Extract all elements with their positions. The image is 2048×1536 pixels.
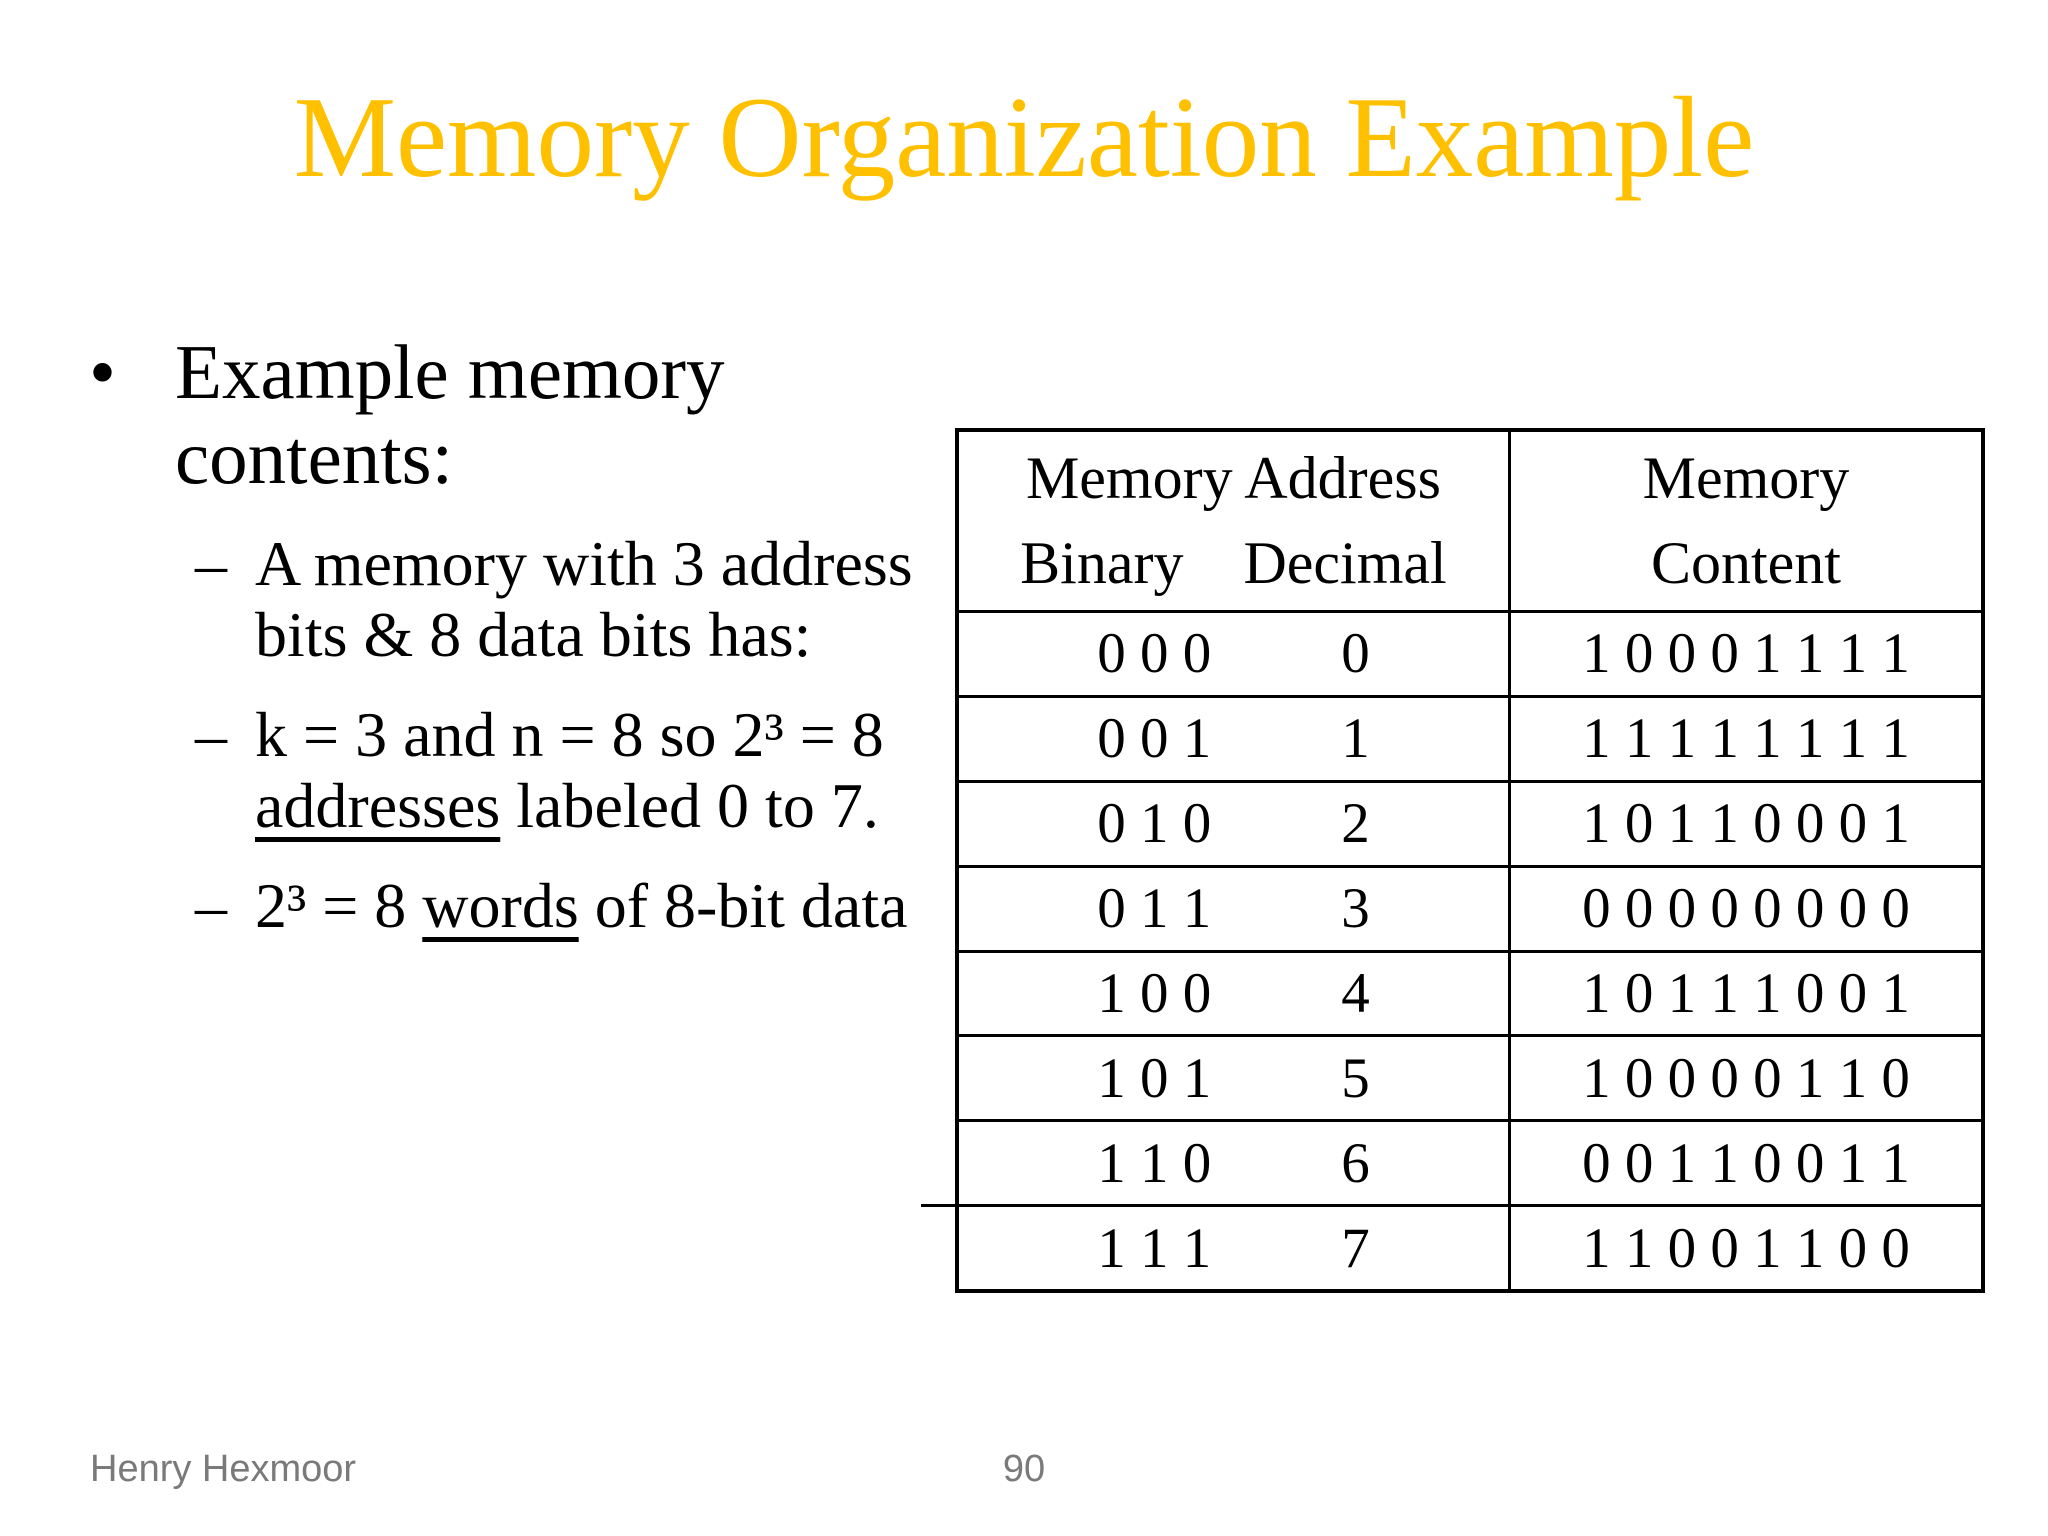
footer-page-number: 90 — [1002, 1448, 1046, 1490]
binary-address-cell: 0 1 1 — [1097, 877, 1212, 941]
binary-address-cell: 0 1 0 — [1097, 792, 1212, 856]
sub-bullet-item-1: – A memory with 3 address bits & 8 data … — [195, 528, 975, 670]
binary-address-cell: 1 0 1 — [1097, 1046, 1212, 1110]
header-address-sublabels: Binary Decimal — [1020, 521, 1447, 606]
footer-author: Henry Hexmoor — [90, 1448, 357, 1490]
header-address-cell: Memory Address Binary Decimal — [959, 432, 1511, 610]
header-content-cell: Memory Content — [1511, 432, 1981, 610]
sub-bullet-text: k = 3 and n = 8 so 2³ = 8 addresses labe… — [255, 699, 884, 841]
bullet-text: Example memory contents: — [175, 329, 725, 500]
bullet-list: • Example memory contents: – A memory wi… — [75, 330, 975, 941]
memory-content-cell: 1 0 0 0 1 1 1 1 — [1582, 622, 1910, 686]
table-row: 1 1 1 7 1 1 0 0 1 1 0 0 — [921, 1204, 1981, 1289]
dash-icon: – — [195, 699, 227, 771]
dash-icon: – — [195, 528, 227, 600]
slide-title: Memory Organization Example — [293, 74, 1755, 201]
memory-content-cell: 1 0 1 1 0 0 0 1 — [1582, 792, 1910, 856]
decimal-address-cell: 7 — [1341, 1216, 1370, 1280]
header-content-line1: Memory — [1642, 444, 1850, 511]
memory-table: Memory Address Binary Decimal Memory Con… — [921, 428, 1985, 1293]
binary-address-cell: 0 0 0 — [1097, 622, 1212, 686]
table-row: 0 0 1 1 1 1 1 1 1 1 1 1 — [959, 694, 1981, 780]
table-body: 0 0 0 0 1 0 0 0 1 1 1 1 0 0 1 1 1 1 1 1 1 … — [921, 613, 1981, 1289]
header-binary-label: Binary — [1020, 530, 1184, 596]
binary-address-cell: 1 0 0 — [1097, 961, 1212, 1025]
table-row: 0 1 1 3 0 0 0 0 0 0 0 0 — [959, 864, 1981, 950]
sub-bullet-item-3: – 2³ = 8 words of 8-bit data — [195, 869, 975, 941]
decimal-address-cell: 3 — [1341, 877, 1370, 941]
binary-address-cell: 1 1 1 — [1097, 1216, 1212, 1280]
memory-content-cell: 1 0 1 1 1 0 0 1 — [1582, 961, 1910, 1025]
decimal-address-cell: 2 — [1341, 792, 1370, 856]
memory-content-cell: 1 0 0 0 0 1 1 0 — [1582, 1046, 1910, 1110]
table-header-row: Memory Address Binary Decimal Memory Con… — [959, 432, 1981, 613]
memory-content-cell: 0 0 0 0 0 0 0 0 — [1582, 877, 1910, 941]
header-decimal-label: Decimal — [1243, 530, 1447, 596]
binary-address-cell: 1 1 0 — [1097, 1131, 1212, 1195]
memory-content-cell: 0 0 1 1 0 0 1 1 — [1582, 1131, 1910, 1195]
decimal-address-cell: 1 — [1341, 707, 1370, 771]
decimal-address-cell: 4 — [1341, 961, 1370, 1025]
table-row: 1 1 0 6 0 0 1 1 0 0 1 1 — [959, 1119, 1981, 1205]
bullet-item-main: • Example memory contents: — [75, 329, 975, 500]
table-row: 1 0 0 4 1 0 1 1 1 0 0 1 — [959, 949, 1981, 1035]
sub-bullet-item-2: – k = 3 and n = 8 so 2³ = 8 addresses la… — [195, 699, 975, 841]
decimal-address-cell: 6 — [1341, 1131, 1370, 1195]
dash-icon: – — [195, 869, 227, 941]
header-address-title: Memory Address — [1025, 444, 1441, 511]
binary-address-cell: 0 0 1 — [1097, 707, 1212, 771]
memory-content-cell: 1 1 1 1 1 1 1 1 — [1582, 707, 1910, 771]
table-row: 1 0 1 5 1 0 0 0 0 1 1 0 — [959, 1034, 1981, 1120]
table-row: 0 1 0 2 1 0 1 1 0 0 0 1 — [959, 779, 1981, 865]
header-content-line2: Content — [1650, 530, 1841, 596]
memory-content-cell: 1 1 0 0 1 1 0 0 — [1582, 1216, 1910, 1280]
decimal-address-cell: 0 — [1341, 622, 1370, 686]
sub-bullet-text: 2³ = 8 words of 8-bit data — [255, 869, 908, 941]
sub-bullet-text: A memory with 3 address bits & 8 data bi… — [255, 528, 913, 670]
decimal-address-cell: 5 — [1341, 1046, 1370, 1110]
bullet-dot-icon: • — [89, 329, 116, 415]
table-row: 0 0 0 0 1 0 0 0 1 1 1 1 — [959, 613, 1981, 695]
